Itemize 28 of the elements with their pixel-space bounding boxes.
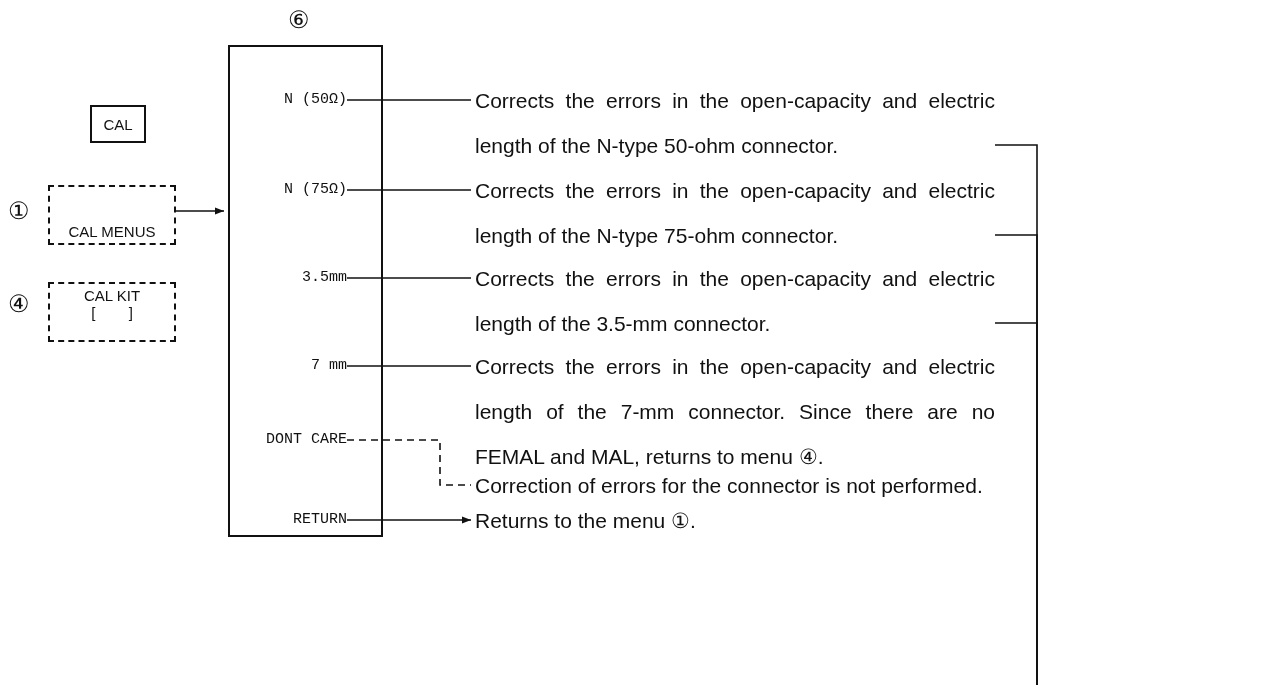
menu-number: ① [8, 197, 30, 225]
menu-item: RETURN [235, 508, 347, 532]
arrow [175, 207, 225, 215]
menu-item: N (75Ω) [235, 178, 347, 202]
leader-line [346, 189, 472, 191]
key-label: [ ] [91, 304, 133, 321]
description-text: Corrects the errors in the open-capacity and electric length of the 3.5-mm connector. [475, 256, 995, 346]
leader-line [346, 277, 472, 279]
menu-item: 3.5mm [235, 266, 347, 290]
menu-number: ⑥ [288, 6, 310, 34]
leader-line [994, 322, 1038, 685]
description-text: Corrects the errors in the open-capacity and electric length of the 7-mm connector. Since there are no FEMAL and MAL, returns to menu ④. [475, 344, 995, 479]
softkey-box: CAL MENUS [48, 185, 176, 245]
softkey-box: CAL [90, 105, 146, 143]
description-text: Corrects the errors in the open-capacity and electric length of the N-type 50-ohm connector. [475, 78, 995, 168]
arrow [346, 516, 472, 524]
menu-item: 7 mm [235, 354, 347, 378]
softkey-box [48, 282, 176, 342]
leader-line [346, 365, 472, 367]
leader-line [346, 99, 472, 101]
menu-panel [228, 45, 383, 537]
dashed-leader-line [346, 439, 472, 486]
menu-item: N (50Ω) [235, 88, 347, 112]
key-label: CAL KIT [83, 287, 141, 304]
menu-item: DONT CARE [235, 428, 347, 452]
menu-number: ④ [8, 290, 30, 318]
description-text: Corrects the errors in the open-capacity and electric length of the N-type 75-ohm connector. [475, 168, 995, 258]
description-text: Returns to the menu ①. [475, 498, 995, 543]
